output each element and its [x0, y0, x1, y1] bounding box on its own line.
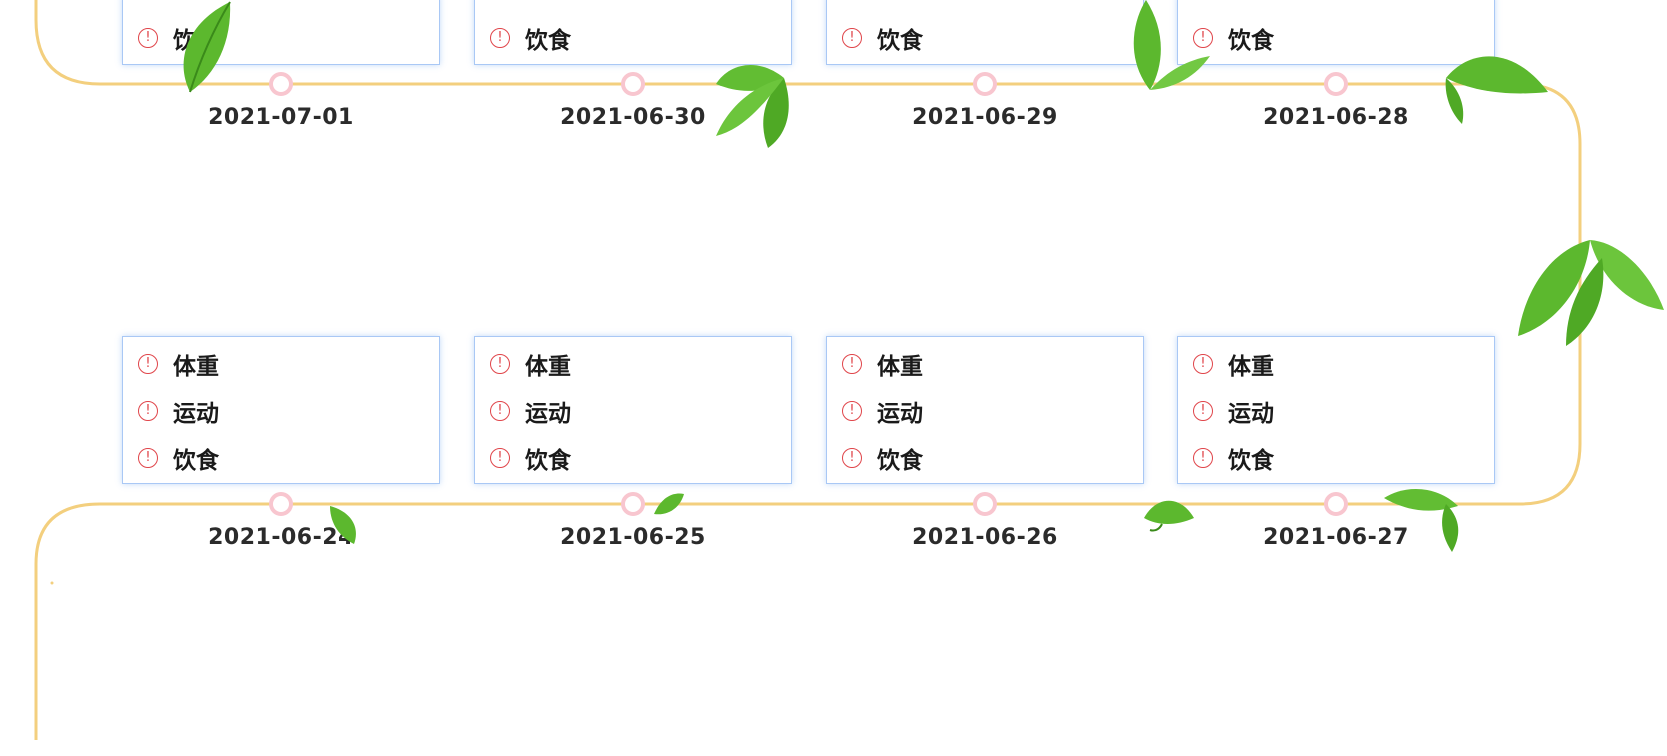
- record-card-2021-06-30[interactable]: ! 饮食: [474, 0, 792, 65]
- alert-circle-icon: !: [138, 400, 158, 421]
- list-item[interactable]: ! 运动: [1178, 387, 1494, 434]
- list-item[interactable]: ! 体重: [1178, 340, 1494, 387]
- item-label: 体重: [877, 353, 923, 380]
- item-label: 运动: [173, 400, 219, 427]
- date-label: 2021-06-25: [560, 525, 706, 550]
- alert-circle-icon: !: [138, 447, 158, 468]
- timeline-node[interactable]: [1324, 492, 1348, 516]
- date-label: 2021-07-01: [208, 105, 354, 130]
- item-label: 饮食: [877, 27, 923, 54]
- list-item[interactable]: ! 运动: [827, 387, 1143, 434]
- record-card-2021-06-29[interactable]: ! 饮食: [826, 0, 1144, 65]
- alert-circle-icon: !: [1193, 27, 1213, 48]
- alert-circle-icon: !: [1193, 400, 1213, 421]
- list-item[interactable]: ! 饮食: [1178, 0, 1494, 72]
- list-item[interactable]: ! 体重: [827, 340, 1143, 387]
- date-label: 2021-06-28: [1263, 105, 1409, 130]
- list-item[interactable]: ! 运动: [475, 387, 791, 434]
- alert-circle-icon: !: [138, 353, 158, 374]
- record-card-2021-06-25[interactable]: ! 体重 ! 运动 ! 饮食: [474, 336, 792, 484]
- item-label: 饮食: [525, 447, 571, 474]
- timeline-node[interactable]: [269, 72, 293, 96]
- timeline-node[interactable]: [269, 492, 293, 516]
- alert-circle-icon: !: [490, 27, 510, 48]
- item-label: 饮食: [173, 447, 219, 474]
- date-label: 2021-06-29: [912, 105, 1058, 130]
- record-card-2021-06-27[interactable]: ! 体重 ! 运动 ! 饮食: [1177, 336, 1495, 484]
- record-card-2021-06-28[interactable]: ! 饮食: [1177, 0, 1495, 65]
- item-label: 饮食: [1228, 447, 1274, 474]
- alert-circle-icon: !: [842, 27, 862, 48]
- date-label: 2021-06-26: [912, 525, 1058, 550]
- item-label: 体重: [1228, 353, 1274, 380]
- item-label: 体重: [525, 353, 571, 380]
- list-item[interactable]: ! 体重: [123, 340, 439, 387]
- leaf-icon: [716, 65, 789, 148]
- leaf-icon: [1518, 240, 1664, 346]
- list-item[interactable]: ! 饮食: [827, 434, 1143, 481]
- alert-circle-icon: !: [842, 400, 862, 421]
- list-item[interactable]: ! 饮食: [475, 434, 791, 481]
- leaf-icon: [1133, 0, 1210, 90]
- item-label: 饮食: [877, 447, 923, 474]
- alert-circle-icon: !: [1193, 353, 1213, 374]
- timeline-node[interactable]: [973, 492, 997, 516]
- date-label: 2021-06-27: [1263, 525, 1409, 550]
- leaf-icon: [330, 506, 356, 544]
- list-item[interactable]: ! 饮食: [475, 0, 791, 72]
- list-item[interactable]: ! 饮食: [1178, 434, 1494, 481]
- list-item[interactable]: ! 体重: [475, 340, 791, 387]
- leaf-icon: [1384, 488, 1459, 552]
- item-label: 饮食: [1228, 27, 1274, 54]
- item-label: 饮食: [525, 27, 571, 54]
- list-item[interactable]: ! 饮食: [123, 434, 439, 481]
- timeline-node[interactable]: [621, 492, 645, 516]
- record-card-2021-06-26[interactable]: ! 体重 ! 运动 ! 饮食: [826, 336, 1144, 484]
- record-card-2021-06-24[interactable]: ! 体重 ! 运动 ! 饮食: [122, 336, 440, 484]
- leaf-icon: [654, 493, 684, 515]
- item-label: 体重: [173, 353, 219, 380]
- date-label: 2021-06-30: [560, 105, 706, 130]
- list-item[interactable]: ! 饮食: [827, 0, 1143, 72]
- leaf-icon: [1445, 56, 1548, 124]
- leaf-icon: [1144, 500, 1194, 532]
- date-label: 2021-06-24: [208, 525, 354, 550]
- list-item[interactable]: ! 运动: [123, 387, 439, 434]
- alert-circle-icon: !: [1193, 447, 1213, 468]
- alert-circle-icon: !: [490, 400, 510, 421]
- alert-circle-icon: !: [138, 27, 158, 48]
- alert-circle-icon: !: [490, 353, 510, 374]
- alert-circle-icon: !: [842, 447, 862, 468]
- leaf-icon: [183, 1, 231, 93]
- timeline-node[interactable]: [621, 72, 645, 96]
- timeline-node[interactable]: [1324, 72, 1348, 96]
- item-label: 运动: [525, 400, 571, 427]
- timeline-node[interactable]: [973, 72, 997, 96]
- alert-circle-icon: !: [842, 353, 862, 374]
- item-label: 运动: [1228, 400, 1274, 427]
- item-label: 运动: [877, 400, 923, 427]
- alert-circle-icon: !: [490, 447, 510, 468]
